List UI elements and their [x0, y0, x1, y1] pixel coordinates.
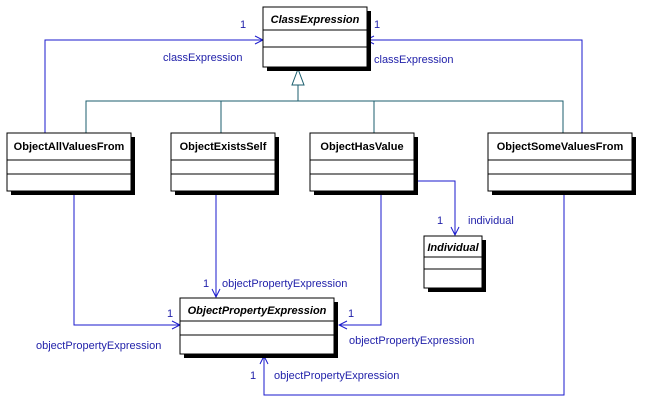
class-name-object-exists-self: ObjectExistsSelf — [180, 141, 267, 153]
mult-some-class-expression: 1 — [374, 19, 380, 31]
assoc-all-to-class-expression — [44, 40, 263, 133]
class-name-object-all-values-from: ObjectAllValuesFrom — [14, 141, 125, 153]
assoc-all-to-ope — [73, 193, 180, 325]
class-box-object-some-values-from: ObjectSomeValuesFrom — [487, 132, 636, 195]
class-box-class-expression: ClassExpression — [262, 6, 371, 71]
role-some-class-expression: classExpression — [374, 54, 453, 66]
role-all-ope: objectPropertyExpression — [36, 340, 161, 352]
assoc-hasvalue-to-individual — [418, 180, 455, 235]
class-name-object-property-expression: ObjectPropertyExpression — [188, 305, 327, 317]
generalization-triangle — [291, 67, 305, 86]
mult-exists-ope: 1 — [203, 278, 209, 290]
class-name-individual: Individual — [427, 242, 479, 254]
role-hasvalue-ope: objectPropertyExpression — [349, 335, 474, 347]
role-all-class-expression: classExpression — [163, 52, 242, 64]
class-box-object-has-value: ObjectHasValue — [309, 132, 418, 195]
mult-all-ope: 1 — [167, 308, 173, 320]
generalization-bar — [85, 100, 564, 133]
class-name-object-some-values-from: ObjectSomeValuesFrom — [497, 141, 624, 153]
association-labels: 1 classExpression 1 classExpression 1 in… — [36, 19, 514, 382]
assoc-some-to-ope — [264, 193, 565, 396]
class-box-individual: Individual — [423, 235, 486, 292]
class-box-object-all-values-from: ObjectAllValuesFrom — [6, 132, 135, 195]
mult-some-ope: 1 — [250, 370, 256, 382]
mult-individual: 1 — [437, 215, 443, 227]
assoc-hasvalue-to-ope — [339, 193, 382, 325]
generalization-tree — [85, 67, 564, 133]
mult-hasvalue-ope: 1 — [348, 308, 354, 320]
role-individual: individual — [468, 215, 514, 227]
role-some-ope: objectPropertyExpression — [274, 370, 399, 382]
class-name-class-expression: ClassExpression — [271, 14, 360, 26]
role-exists-ope: objectPropertyExpression — [222, 278, 347, 290]
class-name-object-has-value: ObjectHasValue — [320, 141, 403, 153]
class-box-object-exists-self: ObjectExistsSelf — [170, 132, 279, 195]
class-box-object-property-expression: ObjectPropertyExpression — [179, 297, 338, 358]
mult-all-class-expression: 1 — [240, 19, 246, 31]
assoc-some-to-class-expression — [366, 40, 583, 133]
associations — [44, 40, 583, 396]
